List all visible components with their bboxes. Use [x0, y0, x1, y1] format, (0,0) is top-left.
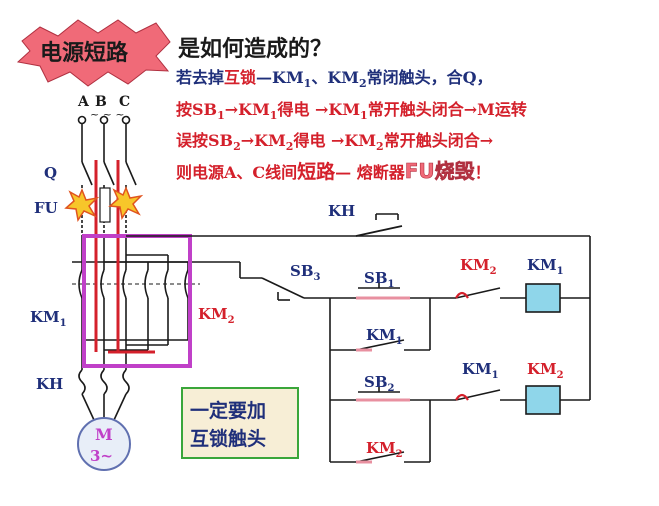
svg-text:按SB1→KM1得电 →KM1常开触头闭合→M运转: 按SB1→KM1得电 →KM1常开触头闭合→M运转 — [176, 100, 527, 122]
explanation-line-4: 则电源A、C线间短路— 熔断器FU烧毁！ — [176, 159, 491, 184]
note-box: 一定要加 互锁触头 — [181, 387, 299, 459]
label-kh-main: KH — [36, 375, 63, 393]
pink-contact-marks — [356, 296, 410, 464]
phase-label-a: A — [77, 94, 90, 110]
label-km2-main: KM2 — [198, 305, 235, 326]
explanation-line-2: 按SB1→KM1得电 →KM1常开触头闭合→M运转 — [176, 100, 527, 122]
label-sb3: SB3 — [290, 262, 321, 283]
explanation-line-3: 误按SB2→KM2得电 →KM2常开触头闭合→ — [176, 131, 493, 153]
label-km2-coil: KM2 — [527, 360, 564, 381]
svg-text:3~: 3~ — [90, 447, 113, 465]
label-km1-coil: KM1 — [527, 256, 564, 277]
fu-spark-left — [64, 188, 100, 222]
svg-text:M: M — [95, 425, 113, 444]
label-km1-nc: KM1 — [462, 360, 499, 381]
svg-text:则电源A、C线间短路— 熔断器FU烧毁！: 则电源A、C线间短路— 熔断器FU烧毁！ — [176, 159, 491, 183]
motor-symbol: M 3~ — [77, 417, 131, 471]
note-line-1: 一定要加 — [190, 399, 266, 422]
label-sb1: SB1 — [364, 269, 394, 290]
control-circuit — [126, 213, 591, 463]
q-switch-frame — [99, 187, 111, 223]
phase-label-c: C — [119, 94, 130, 110]
km1-coil — [525, 283, 561, 313]
label-km2-hold: KM2 — [366, 439, 403, 460]
note-line-2: 互锁触头 — [190, 427, 266, 450]
label-q: Q — [44, 164, 57, 182]
label-km1-main: KM1 — [30, 308, 67, 329]
label-fu: FU — [34, 199, 58, 217]
label-sb2: SB2 — [364, 373, 395, 394]
label-km1-hold: KM1 — [366, 326, 403, 347]
fu-spark-right — [108, 186, 144, 220]
svg-text:若去掉互锁—KM1、KM2常闭触头，合Q，: 若去掉互锁—KM1、KM2常闭触头，合Q， — [175, 68, 493, 90]
title-question: 是如何造成的？ — [178, 36, 332, 62]
phase-label-b: B — [95, 94, 107, 110]
explanation-line-1: 若去掉互锁—KM1、KM2常闭触头，合Q， — [175, 68, 493, 90]
title-burst-shape — [16, 19, 171, 87]
title-burst-text: 电源短路 — [40, 40, 129, 66]
km2-coil — [525, 385, 561, 415]
svg-text:误按SB2→KM2得电 →KM2常开触头闭合→: 误按SB2→KM2得电 →KM2常开触头闭合→ — [176, 131, 493, 153]
label-km2-nc: KM2 — [460, 256, 497, 277]
phase-tildes: ~ ~ ~ — [90, 108, 125, 121]
label-kh-ctrl: KH — [328, 202, 355, 220]
nc-contact-arcs — [455, 291, 469, 401]
